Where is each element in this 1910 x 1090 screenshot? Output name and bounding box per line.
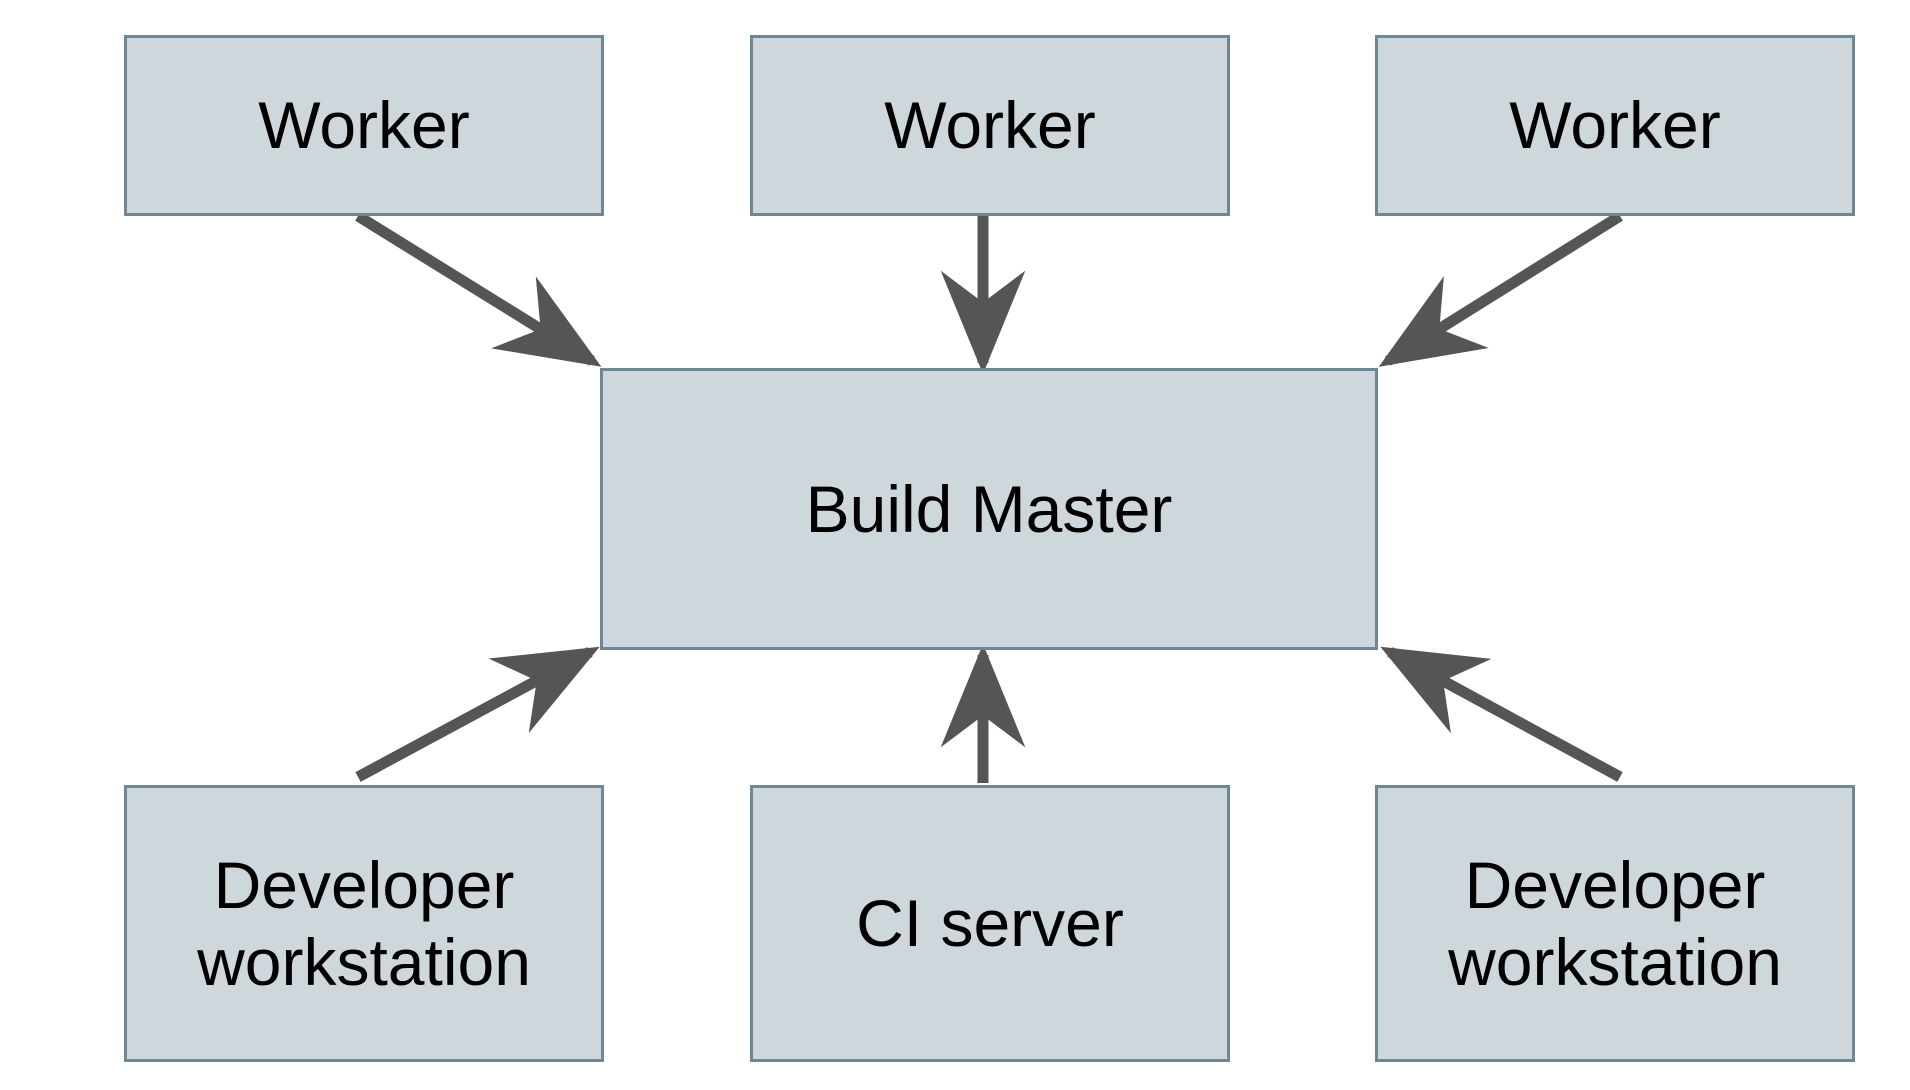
- node-build-master[interactable]: Build Master: [600, 368, 1378, 650]
- node-label: Worker: [1509, 88, 1721, 163]
- node-label: Worker: [884, 88, 1096, 163]
- node-label: Developer workstation: [197, 847, 531, 999]
- edge-worker-1-to-build-master: [355, 211, 602, 367]
- node-worker-2[interactable]: Worker: [750, 35, 1230, 216]
- node-worker-3[interactable]: Worker: [1375, 35, 1855, 216]
- node-worker-1[interactable]: Worker: [124, 35, 604, 216]
- node-label: Worker: [258, 88, 470, 163]
- node-developer-workstation-1[interactable]: Developer workstation: [124, 785, 604, 1062]
- node-label: CI server: [856, 886, 1124, 961]
- edge-worker-3-to-build-master: [1378, 211, 1623, 367]
- node-ci-server[interactable]: CI server: [750, 785, 1230, 1062]
- edge-dev-workstation-2-to-build-master: [1380, 646, 1623, 782]
- node-label: Developer workstation: [1448, 847, 1782, 999]
- edge-dev-workstation-1-to-build-master: [355, 646, 600, 782]
- node-developer-workstation-2[interactable]: Developer workstation: [1375, 785, 1855, 1062]
- node-label: Build Master: [805, 471, 1173, 546]
